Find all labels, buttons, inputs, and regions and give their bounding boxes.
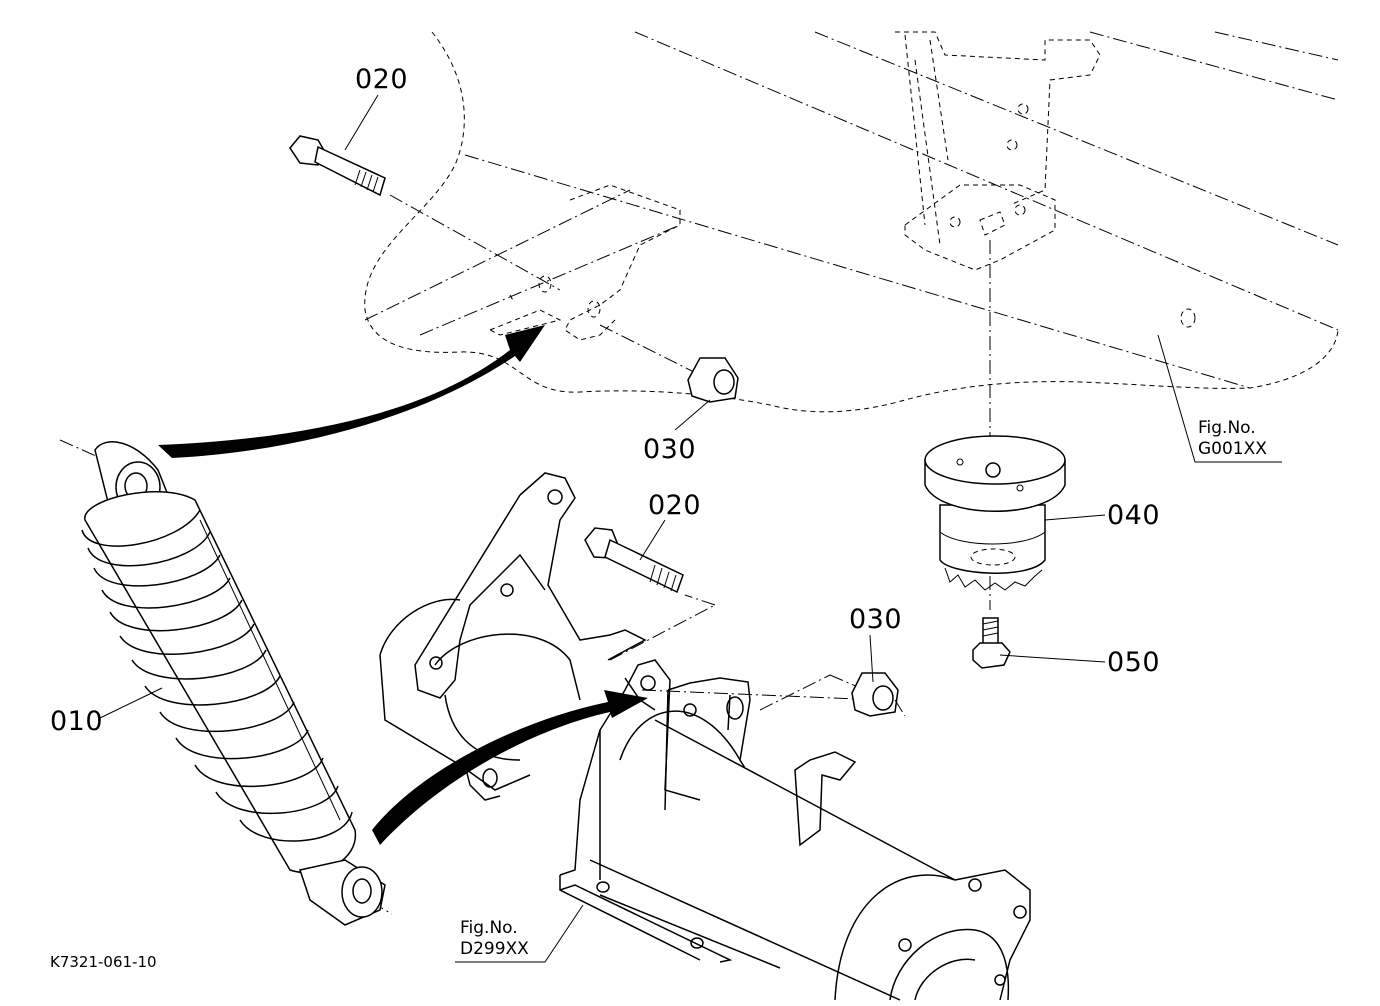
frame-reference: Fig.No. G001XX [1198,418,1267,460]
lower-mount-arrow [372,690,648,845]
axle-reference-line2: D299XX [460,939,529,959]
axle-reference: Fig.No. D299XX [460,918,529,960]
axle-bracket-drawing [379,472,1031,1001]
callout-010: 010 [50,706,104,737]
callout-020-upper: 020 [355,64,409,95]
callout-030-upper: 030 [643,434,697,465]
lower-nut-drawing [851,672,906,717]
drawing-code: K7321-061-10 [50,953,157,971]
callout-050: 050 [1107,647,1161,678]
shock-absorber-drawing [59,439,393,926]
upper-bolt-drawing [289,135,561,291]
upper-mount-arrow [158,325,545,458]
frame-reference-line1: Fig.No. [1198,418,1256,438]
lower-bolt-drawing [584,527,684,594]
frame-phantom [364,31,1339,413]
callout-040: 040 [1107,500,1161,531]
upper-nut-drawing [599,324,739,403]
frame-reference-line2: G001XX [1198,439,1267,459]
callout-020-lower: 020 [648,490,702,521]
axle-reference-line1: Fig.No. [460,918,518,938]
leader-lines [99,94,1282,963]
mount-bolt-drawing [972,617,1011,669]
callout-030-lower: 030 [849,604,903,635]
rubber-mount-drawing [924,435,1066,591]
